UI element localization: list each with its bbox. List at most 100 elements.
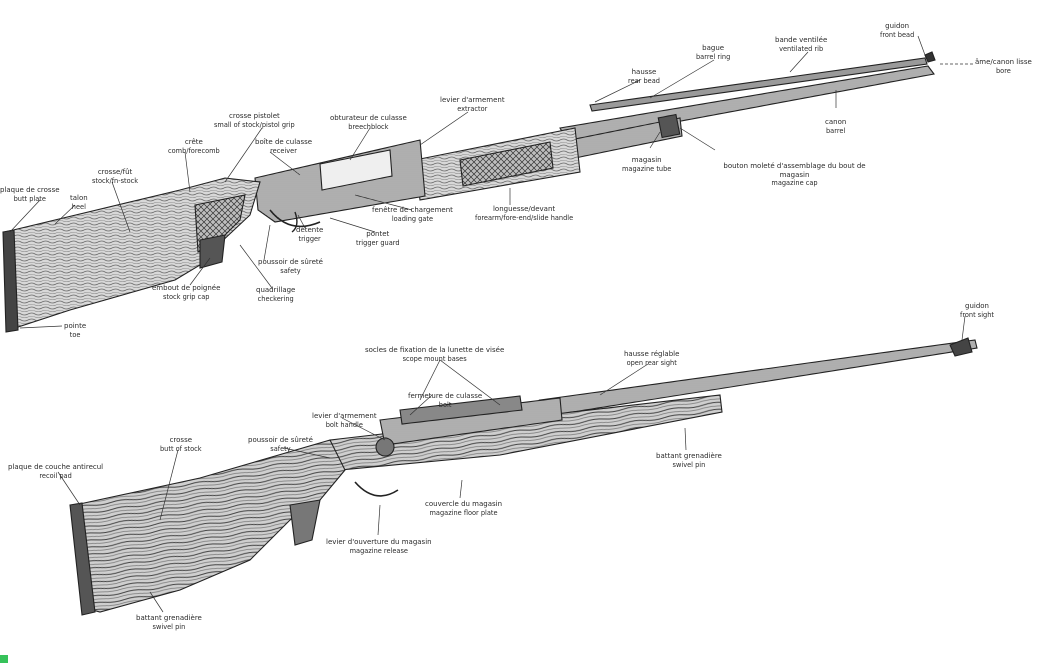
label-en: extractor [457,104,488,113]
label-rear-sight: hausse réglable open rear sight [624,350,679,367]
label-magazine-cap: bouton moleté d'assemblage du bout de ma… [712,162,877,188]
label-fr: obturateur de culasse [330,114,407,122]
label-fr: battant grenadière [656,452,722,460]
label-fr: crosse/fût [97,168,133,176]
label-fr: crosse [169,436,193,444]
label-butt-stock: crosse butt of stock [160,436,202,453]
label-en: front bead [880,30,915,39]
label-en: comb/forecomb [168,146,220,155]
label-fr: couvercle du magasin [425,500,503,508]
label-fr: pontet [366,230,390,238]
label-fr: crête [184,138,203,146]
label-en: forearm/fore-end/slide handle [475,213,574,222]
leader-lines [9,35,975,613]
label-en: swivel pin [152,622,186,631]
label-en: heel [71,202,86,211]
label-en: open rear sight [626,358,677,367]
label-en: small of stock/pistol grip [214,120,295,129]
label-bore: âme/canon lisse bore [975,58,1032,75]
label-fr: fermeture de culasse [408,392,483,400]
label-en: front sight [960,310,994,319]
label-forearm: longuesse/devant forearm/fore-end/slide … [475,205,573,222]
label-en: scope mount bases [402,354,467,363]
label-trigger-guard: pontet trigger guard [356,230,400,247]
label-rear-bead: hausse rear bead [628,68,660,85]
label-en: stock/fn-stock [92,176,139,185]
label-fr: quadrillage [256,286,296,294]
label-en: trigger guard [356,238,400,247]
label-en: toe [69,330,81,339]
label-en: barrel [826,126,846,135]
label-fr: magasin [631,156,662,164]
label-fr: levier d'armement [312,412,377,420]
label-en: ventilated rib [779,44,824,53]
label-fr: longuesse/devant [492,205,556,213]
label-fr: talon [70,194,88,202]
label-recoil-pad: plaque de couche antirecul recoil pad [8,463,103,480]
label-fr: pointe [64,322,87,330]
label-comb: crête comb/forecomb [168,138,220,155]
label-fr: plaque de crosse [0,186,60,194]
label-heel: talon heel [70,194,88,211]
corner-mark [0,655,8,663]
label-butt-plate: plaque de crosse butt plate [0,186,60,203]
label-fr: levier d'ouverture du magasin [326,538,432,546]
label-en: trigger [298,234,321,243]
label-en: barrel ring [696,52,731,61]
label-en: bolt handle [325,420,363,429]
label-stock: crosse/fût stock/fn-stock [92,168,138,185]
rifle-drawing [69,337,978,616]
label-fr: socles de fixation de la lunette de visé… [365,346,505,354]
label-front-bead: guidon front bead [880,22,914,39]
label-en: loading gate [391,214,434,223]
label-en: butt of stock [160,444,202,453]
label-fr: hausse [631,68,657,76]
label-extractor: levier d'armement extractor [440,96,505,113]
label-fr: plaque de couche antirecul [8,463,104,471]
label-fr: âme/canon lisse [975,58,1032,66]
label-en: rear bead [628,76,660,85]
label-magazine-tube: magasin magazine tube [622,156,671,173]
label-magazine-release: levier d'ouverture du magasin magazine r… [326,538,432,555]
label-fr: levier d'armement [440,96,505,104]
label-en: receiver [270,146,297,155]
label-breechblock: obturateur de culasse breechblock [330,114,407,131]
label-fr: guidon [965,302,989,310]
label-fr: guidon [885,22,910,30]
label-en: butt plate [13,194,46,203]
label-fr: fenêtre de chargement [372,206,453,214]
label-en: bolt [438,400,452,409]
label-loading-gate: fenêtre de chargement loading gate [372,206,453,223]
label-trigger: détente trigger [296,226,323,243]
label-en: bore [995,66,1011,75]
label-front-sight: guidon front sight [960,302,994,319]
label-fr: bouton moleté d'assemblage du bout de ma… [723,162,866,179]
label-fr: battant grenadière [136,614,202,622]
label-en: safety [270,444,291,453]
label-en: checkering [257,294,294,303]
label-safety: poussoir de sûreté safety [258,258,323,275]
label-fr: poussoir de sûreté [258,258,323,266]
label-en: swivel pin [672,460,706,469]
label-fr: canon [825,118,847,126]
label-en: breechblock [348,122,389,131]
label-fr: hausse réglable [624,350,680,358]
label-toe: pointe toe [64,322,86,339]
label-barrel: canon barrel [825,118,846,135]
label-swivel-rear: battant grenadière swivel pin [136,614,202,631]
label-pistol-grip: crosse pistolet small of stock/pistol gr… [214,112,295,129]
label-fr: bande ventilée [775,36,828,44]
label-en: magazine floor plate [429,508,498,517]
label-en: stock grip cap [162,292,210,301]
label-checkering: quadrillage checkering [256,286,295,303]
label-en: safety [280,266,301,275]
label-barrel-ring: bague barrel ring [696,44,730,61]
label-rifle-safety: poussoir de sûreté safety [248,436,313,453]
label-fr: bague [702,44,725,52]
shotgun-drawing [2,51,936,333]
label-en: magazine release [349,546,408,555]
label-fr: boîte de culasse [255,138,313,146]
label-en: magazine tube [622,164,672,173]
